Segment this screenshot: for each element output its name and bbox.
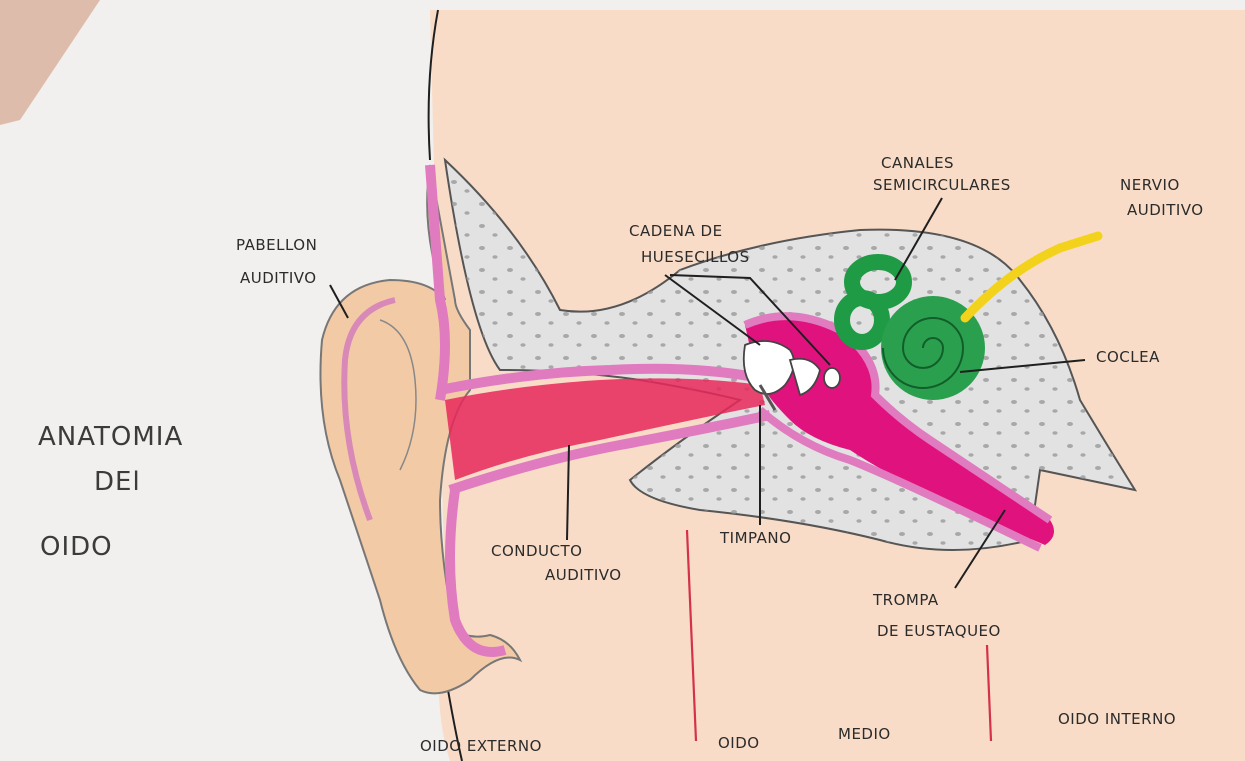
label-pabellon-1: PABELLON [236, 236, 317, 254]
label-cadena-2: HUESECILLOS [641, 248, 750, 266]
title-line-1: ANATOMIA [38, 422, 183, 452]
label-canales-2: SEMICIRCULARES [873, 176, 1011, 194]
label-conducto-2: AUDITIVO [545, 566, 622, 584]
label-trompa-2: DE EUSTAQUEO [877, 622, 1001, 640]
label-cadena-1: CADENA DE [629, 222, 723, 240]
label-pabellon-2: AUDITIVO [240, 269, 317, 287]
section-oido-medio-1: OIDO [718, 734, 760, 752]
label-canales-1: CANALES [881, 154, 954, 172]
section-oido-interno: OIDO INTERNO [1058, 710, 1176, 728]
label-nervio-2: AUDITIVO [1127, 201, 1204, 219]
section-oido-externo: OIDO EXTERNO [420, 737, 542, 755]
label-coclea: COCLEA [1096, 348, 1160, 366]
label-nervio-1: NERVIO [1120, 176, 1180, 194]
label-timpano: TIMPANO [719, 529, 791, 547]
label-trompa-1: TROMPA [872, 591, 939, 609]
title-line-2: DEl [94, 467, 141, 497]
section-oido-medio-2: MEDIO [838, 725, 891, 743]
title-line-3: OIDO [40, 532, 113, 562]
label-conducto-1: CONDUCTO [491, 542, 582, 560]
